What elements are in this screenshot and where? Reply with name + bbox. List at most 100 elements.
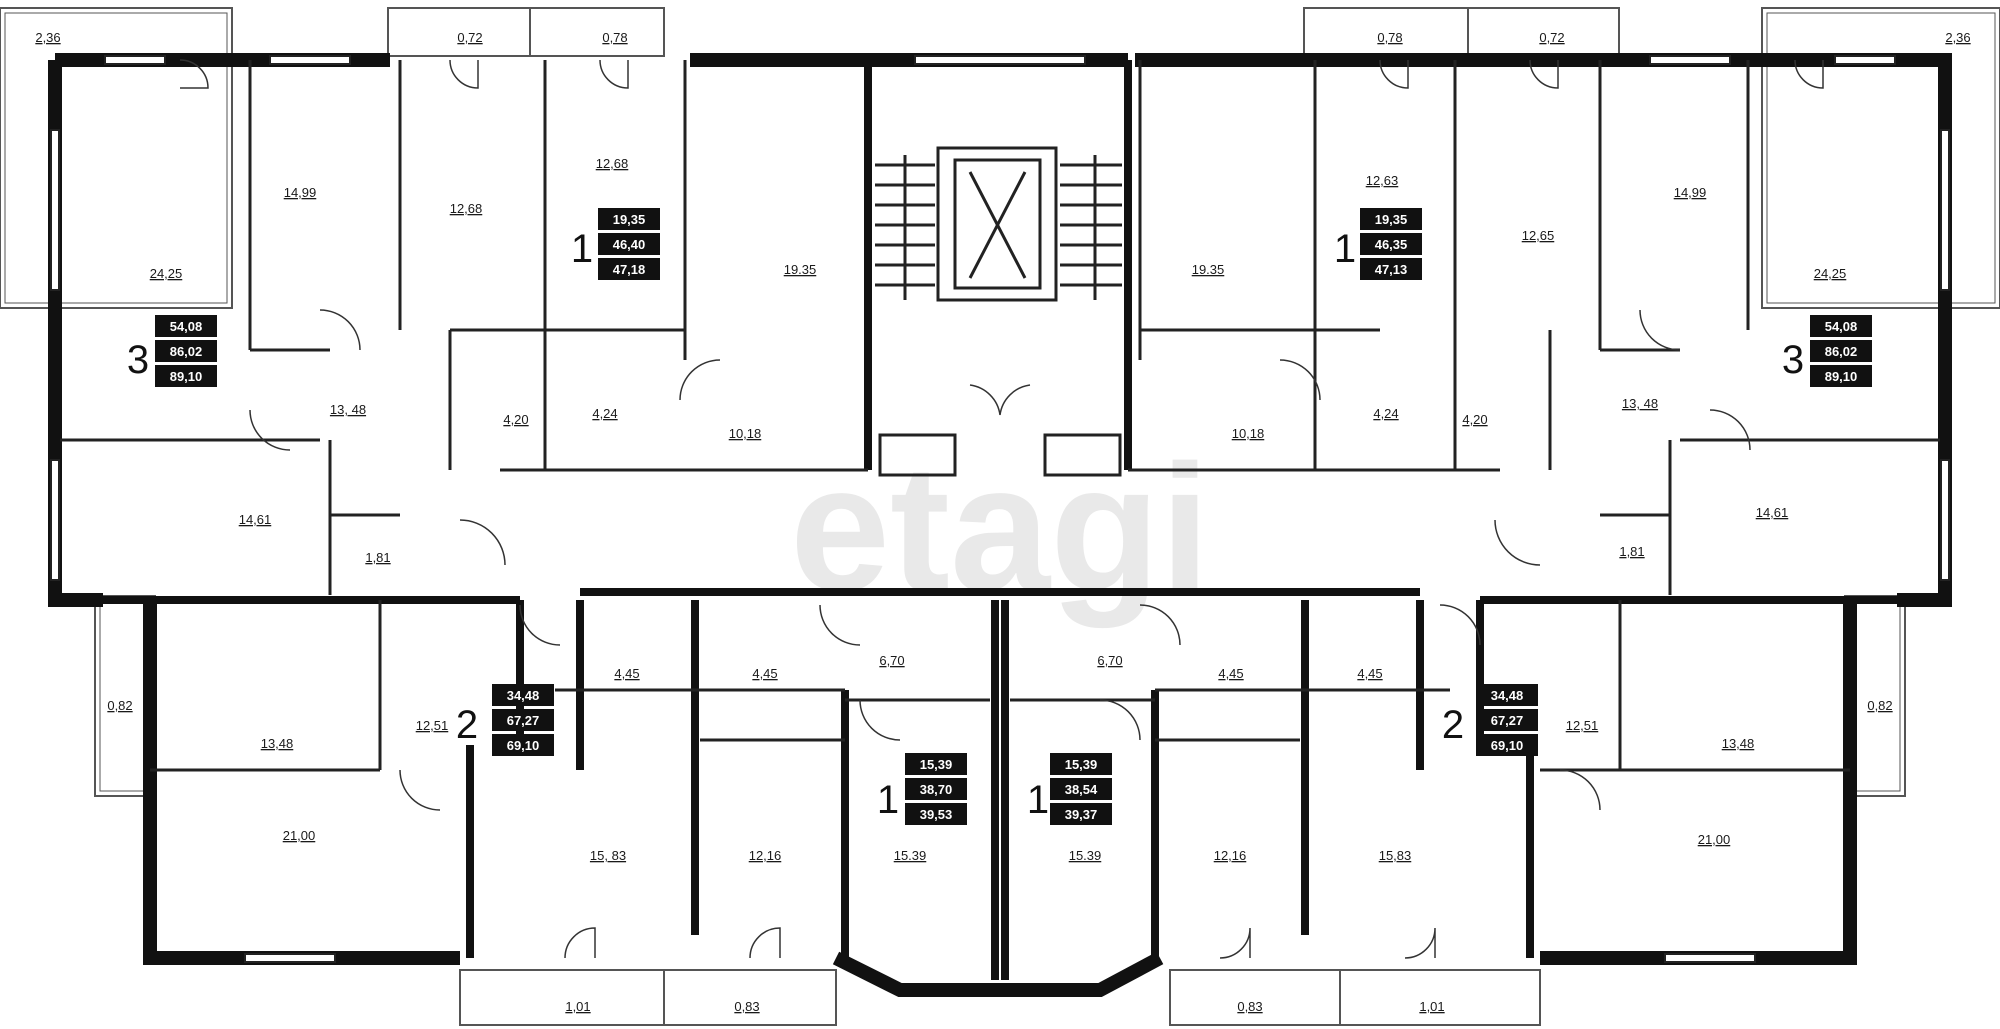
apartment-summary: 1 19,35 46,35 47,13 (1334, 208, 1422, 280)
area-label: 13,48 (1722, 736, 1755, 751)
living-area: 54,08 (1825, 319, 1858, 334)
area-label: 21,00 (283, 828, 316, 843)
room-count: 1 (877, 778, 899, 822)
area-labels: 2,36 0,72 0,78 0,78 0,72 2,36 24,25 14,9… (35, 30, 1970, 1014)
area-label: 14,99 (1674, 185, 1707, 200)
interior-walls (100, 60, 1900, 980)
area-label: 4,24 (1373, 406, 1398, 421)
area-label: 24,25 (150, 266, 183, 281)
area-label: 13, 48 (1622, 396, 1658, 411)
area-label: 4,20 (1462, 412, 1487, 427)
area-label: 12,63 (1366, 173, 1399, 188)
room-count: 2 (456, 703, 478, 747)
area-with-balcony: 39,53 (920, 807, 953, 822)
area-label: 12,51 (1566, 718, 1599, 733)
area-label: 4,45 (614, 666, 639, 681)
area-label: 15,83 (1379, 848, 1412, 863)
area-label: 15.39 (894, 848, 927, 863)
area-with-balcony: 69,10 (507, 738, 540, 753)
living-area: 54,08 (170, 319, 203, 334)
area-label: 2,36 (35, 30, 60, 45)
area-label: 19.35 (1192, 262, 1225, 277)
apartment-summary: 1 15,39 38,54 39,37 (1027, 753, 1112, 825)
area-label: 12,68 (450, 201, 483, 216)
area-label: 14,99 (284, 185, 317, 200)
living-area: 19,35 (613, 212, 646, 227)
area-label: 12,51 (416, 718, 449, 733)
total-area: 86,02 (1825, 344, 1858, 359)
total-area: 38,54 (1065, 782, 1098, 797)
area-label: 0,82 (1867, 698, 1892, 713)
room-count: 2 (1442, 703, 1464, 747)
total-area: 67,27 (1491, 713, 1524, 728)
exterior-walls (48, 53, 1952, 997)
room-count: 1 (1027, 778, 1049, 822)
watermark: etagi (790, 428, 1210, 629)
area-label: 10,18 (1232, 426, 1265, 441)
total-area: 46,35 (1375, 237, 1408, 252)
area-label: 0,78 (602, 30, 627, 45)
doors (179, 59, 1824, 959)
area-with-balcony: 39,37 (1065, 807, 1098, 822)
total-area: 38,70 (920, 782, 953, 797)
area-label: 21,00 (1698, 832, 1731, 847)
area-label: 4,45 (752, 666, 777, 681)
room-count: 3 (127, 338, 149, 382)
apartment-summary: 1 15,39 38,70 39,53 (877, 753, 967, 825)
area-label: 15.39 (1069, 848, 1102, 863)
room-count: 1 (571, 227, 593, 271)
total-area: 46,40 (613, 237, 646, 252)
area-label: 4,45 (1357, 666, 1382, 681)
area-label: 0,83 (1237, 999, 1262, 1014)
area-label: 6,70 (879, 653, 904, 668)
apartment-summary: 2 34,48 67,27 69,10 (456, 684, 554, 756)
area-label: 2,36 (1945, 30, 1970, 45)
area-label: 0,82 (107, 698, 132, 713)
area-label: 15, 83 (590, 848, 626, 863)
area-label: 4,20 (503, 412, 528, 427)
area-label: 1,81 (365, 550, 390, 565)
room-count: 3 (1782, 338, 1804, 382)
room-count: 1 (1334, 227, 1356, 271)
area-label: 1,81 (1619, 544, 1644, 559)
area-with-balcony: 69,10 (1491, 738, 1524, 753)
area-label: 1,01 (1419, 999, 1444, 1014)
area-label: 0,72 (1539, 30, 1564, 45)
area-label: 19.35 (784, 262, 817, 277)
area-label: 14,61 (1756, 505, 1789, 520)
area-label: 13, 48 (330, 402, 366, 417)
area-label: 14,61 (239, 512, 272, 527)
apartment-summary: 2 34,48 67,27 69,10 (1442, 684, 1538, 756)
area-label: 4,45 (1218, 666, 1243, 681)
apartment-summary: 3 54,08 86,02 89,10 (127, 315, 217, 387)
apartment-summary: 1 19,35 46,40 47,18 (571, 208, 660, 280)
total-area: 67,27 (507, 713, 540, 728)
area-label: 12,68 (596, 156, 629, 171)
area-with-balcony: 89,10 (1825, 369, 1858, 384)
windows (50, 55, 1950, 963)
area-with-balcony: 47,18 (613, 262, 646, 277)
area-label: 12,16 (1214, 848, 1247, 863)
area-label: 6,70 (1097, 653, 1122, 668)
area-label: 13,48 (261, 736, 294, 751)
area-with-balcony: 47,13 (1375, 262, 1408, 277)
area-label: 0,78 (1377, 30, 1402, 45)
stair-core (875, 146, 1122, 477)
area-with-balcony: 89,10 (170, 369, 203, 384)
apartment-summaries: 3 54,08 86,02 89,10 1 19,35 46,40 47,18 … (127, 208, 1872, 825)
area-label: 24,25 (1814, 266, 1847, 281)
apartment-summary: 3 54,08 86,02 89,10 (1782, 315, 1872, 387)
total-area: 86,02 (170, 344, 203, 359)
living-area: 19,35 (1375, 212, 1408, 227)
living-area: 34,48 (507, 688, 540, 703)
partitions (60, 60, 1940, 772)
area-label: 0,83 (734, 999, 759, 1014)
living-area: 15,39 (1065, 757, 1098, 772)
area-label: 1,01 (565, 999, 590, 1014)
area-label: 12,65 (1522, 228, 1555, 243)
living-area: 34,48 (1491, 688, 1524, 703)
area-label: 4,24 (592, 406, 617, 421)
living-area: 15,39 (920, 757, 953, 772)
area-label: 10,18 (729, 426, 762, 441)
